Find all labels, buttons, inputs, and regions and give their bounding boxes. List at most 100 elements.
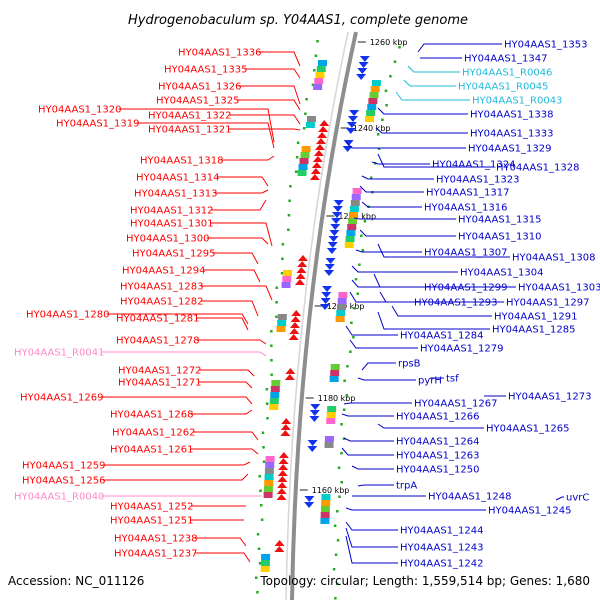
gene-label[interactable]: HY04AAS1_1325 (156, 96, 239, 107)
gene-function-box (326, 418, 336, 424)
gene-label[interactable]: HY04AAS1_1264 (396, 437, 479, 448)
gene-label[interactable]: HY04AAS1_1312 (130, 206, 213, 217)
gene-label[interactable]: HY04AAS1_1333 (470, 129, 553, 140)
gene-label[interactable]: pyrH (418, 376, 442, 387)
forward-gene-arrow (297, 255, 308, 261)
gene-label[interactable]: HY04AAS1_1244 (400, 526, 483, 537)
gene-label[interactable]: HY04AAS1_1303 (518, 283, 600, 294)
gene-label[interactable]: tsf (446, 374, 459, 385)
gene-label[interactable]: HY04AAS1_R0043 (472, 96, 562, 107)
gene-label[interactable]: HY04AAS1_1335 (164, 65, 247, 76)
gene-label[interactable]: HY04AAS1_1263 (396, 451, 479, 462)
gene-label[interactable]: HY04AAS1_1322 (148, 111, 231, 122)
gene-label[interactable]: HY04AAS1_1243 (400, 543, 483, 554)
gene-label[interactable]: HY04AAS1_1262 (112, 428, 195, 439)
label-connector (351, 465, 394, 470)
gene-label[interactable]: HY04AAS1_1248 (428, 492, 511, 503)
gene-label[interactable]: HY04AAS1_1266 (396, 412, 479, 423)
gene-label[interactable]: HY04AAS1_1295 (132, 249, 215, 260)
gene-label[interactable]: HY04AAS1_1238 (114, 534, 197, 545)
gene-label[interactable]: HY04AAS1_1250 (396, 465, 479, 476)
gene-label[interactable]: HY04AAS1_1310 (458, 232, 541, 243)
gc-dot (288, 199, 291, 202)
gene-label[interactable]: HY04AAS1_1281 (116, 314, 199, 325)
gene-label[interactable]: HY04AAS1_1280 (26, 310, 109, 321)
gene-label[interactable]: rpsB (398, 359, 421, 370)
gene-label[interactable]: HY04AAS1_1267 (414, 399, 497, 410)
gene-label[interactable]: HY04AAS1_1271 (118, 378, 201, 389)
gene-label[interactable]: HY04AAS1_1278 (116, 336, 199, 347)
gene-label[interactable]: HY04AAS1_1273 (508, 392, 591, 403)
gene-label[interactable]: HY04AAS1_1297 (506, 298, 589, 309)
gene-label[interactable]: HY04AAS1_1326 (158, 82, 241, 93)
gene-label[interactable]: HY04AAS1_1291 (494, 312, 577, 323)
gene-function-box (300, 152, 310, 158)
gene-label[interactable]: HY04AAS1_R0040 (14, 492, 104, 503)
gc-dot (376, 133, 380, 136)
gene-label[interactable]: HY04AAS1_1269 (20, 393, 103, 404)
gene-label[interactable]: HY04AAS1_1256 (22, 476, 105, 487)
gene-label[interactable]: HY04AAS1_1304 (460, 268, 543, 279)
gene-label[interactable]: HY04AAS1_1245 (488, 506, 571, 517)
gene-label[interactable]: HY04AAS1_R0041 (14, 348, 104, 359)
gc-dot (342, 408, 346, 411)
gene-label[interactable]: HY04AAS1_1328 (496, 163, 579, 174)
label-connector (555, 496, 564, 501)
gene-label[interactable]: HY04AAS1_1259 (22, 461, 105, 472)
gene-label[interactable]: HY04AAS1_1316 (424, 203, 507, 214)
gene-label[interactable]: HY04AAS1_1336 (178, 48, 261, 59)
gene-label[interactable]: HY04AAS1_1315 (458, 215, 541, 226)
gene-label[interactable]: HY04AAS1_1285 (492, 325, 575, 336)
gene-label[interactable]: HY04AAS1_1308 (512, 253, 595, 264)
gene-label[interactable]: HY04AAS1_1329 (468, 144, 551, 155)
gene-label[interactable]: HY04AAS1_1299 (424, 283, 507, 294)
gene-label[interactable]: HY04AAS1_1252 (110, 502, 193, 513)
gene-label[interactable]: HY04AAS1_1324 (432, 160, 515, 171)
label-connector (244, 68, 301, 79)
gene-function-box (344, 242, 354, 248)
gene-label[interactable]: HY04AAS1_1294 (122, 266, 205, 277)
gene-label[interactable]: HY04AAS1_1317 (426, 188, 509, 199)
gene-label[interactable]: HY04AAS1_1338 (470, 110, 553, 121)
gc-dot (258, 475, 262, 478)
gene-label[interactable]: HY04AAS1_1283 (120, 282, 203, 293)
gene-label[interactable]: HY04AAS1_1261 (110, 445, 193, 456)
gene-label[interactable]: HY04AAS1_1282 (120, 297, 203, 308)
gene-label[interactable]: HY04AAS1_1265 (486, 424, 569, 435)
gene-label[interactable]: HY04AAS1_1320 (38, 105, 121, 116)
gene-label[interactable]: HY04AAS1_R0045 (458, 82, 548, 93)
gc-dot (287, 228, 290, 231)
gene-label[interactable]: HY04AAS1_1300 (126, 234, 209, 245)
gene-label[interactable]: HY04AAS1_1237 (114, 549, 197, 560)
scale-tick-label: 1260 kbp (370, 38, 408, 47)
gene-function-box (297, 170, 307, 176)
gene-label[interactable]: HY04AAS1_1268 (110, 410, 193, 421)
reverse-gene-arrow (307, 446, 318, 452)
gene-label[interactable]: HY04AAS1_1319 (56, 119, 139, 130)
reverse-gene-arrow (359, 56, 370, 62)
gene-label[interactable]: uvrC (566, 493, 589, 504)
gene-label[interactable]: HY04AAS1_1347 (464, 54, 547, 65)
gene-label[interactable]: HY04AAS1_1321 (148, 125, 231, 136)
gene-function-box (318, 60, 328, 66)
gene-label[interactable]: trpA (396, 481, 417, 492)
gene-label[interactable]: HY04AAS1_1242 (400, 559, 483, 570)
gene-label[interactable]: HY04AAS1_1272 (118, 366, 201, 377)
gene-label[interactable]: HY04AAS1_R0046 (462, 68, 552, 79)
gene-label[interactable]: HY04AAS1_1279 (420, 344, 503, 355)
gene-label[interactable]: HY04AAS1_1293 (414, 298, 497, 309)
gc-dot (352, 336, 355, 339)
label-connector (341, 413, 394, 417)
gene-label[interactable]: HY04AAS1_1323 (436, 175, 519, 186)
gene-label[interactable]: HY04AAS1_1284 (400, 331, 483, 342)
gene-function-box (370, 86, 380, 92)
gene-label[interactable]: HY04AAS1_1251 (110, 516, 193, 527)
gene-function-box (350, 200, 360, 206)
gene-label[interactable]: HY04AAS1_1301 (130, 219, 213, 230)
gene-label[interactable]: HY04AAS1_1313 (134, 189, 217, 200)
gene-label[interactable]: HY04AAS1_1353 (504, 40, 587, 51)
gene-label[interactable]: HY04AAS1_1307 (424, 248, 507, 259)
gene-label[interactable]: HY04AAS1_1318 (140, 156, 223, 167)
gene-label[interactable]: HY04AAS1_1314 (136, 173, 219, 184)
reverse-gene-arrow (309, 416, 320, 422)
